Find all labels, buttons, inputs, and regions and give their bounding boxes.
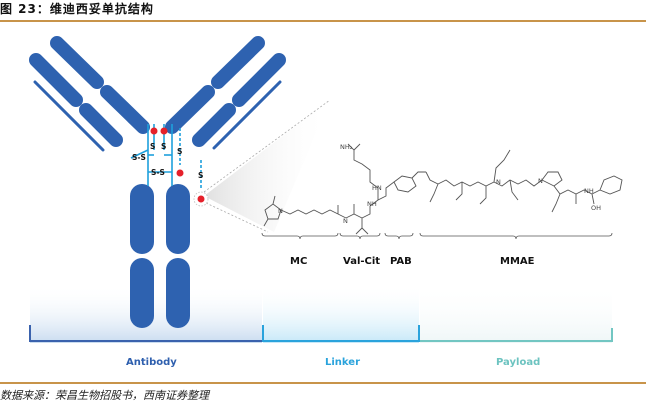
atom-label: NH₂ (340, 143, 353, 151)
payload-region-bg (420, 285, 612, 343)
segment-label-linker: Linker (325, 357, 360, 368)
atom-label: NH (584, 187, 594, 195)
top-rule (0, 20, 646, 22)
adc-structure-diagram: S-S S S S S-S S (29, 36, 623, 368)
source-note: 数据来源：荣昌生物招股书，西南证券整理 (0, 389, 209, 402)
part-label-mmae: MMAE (500, 256, 535, 267)
atom-label: N (343, 217, 348, 225)
highlighted-drug-dot (197, 195, 205, 203)
disulfide-label: S (150, 142, 155, 151)
part-label-mc: MC (290, 256, 307, 267)
atom-label: N (496, 178, 501, 186)
antibody-right-arm (165, 36, 286, 150)
disulfide-label: S-S (132, 153, 146, 162)
atom-label: HN (372, 184, 382, 192)
linker-bracket (262, 325, 420, 342)
part-label-val-cit: Val-Cit (343, 256, 380, 267)
disulfide-label: S (177, 147, 182, 156)
disulfide-label: S-S (151, 168, 165, 177)
atom-label: NH (367, 200, 377, 208)
atom-label: OH (591, 204, 601, 212)
zoom-callout (204, 100, 330, 232)
linker-region-bg (263, 285, 419, 343)
figure-title: 图 23：维迪西妥单抗结构 (0, 2, 154, 16)
part-braces (261, 232, 613, 240)
disulfide-label: S (161, 142, 166, 151)
atom-label: N (278, 207, 283, 215)
atom-label: N (538, 177, 543, 185)
bottom-rule (0, 382, 646, 384)
segment-label-payload: Payload (496, 357, 540, 368)
vc-mmae-chemical-structure (263, 143, 623, 235)
disulfide-label: S (198, 171, 203, 180)
antibody-bracket (29, 325, 262, 342)
antibody-left-arm (29, 36, 150, 152)
antibody-fc-stem (130, 184, 190, 328)
drug-dots (150, 127, 184, 177)
segment-label-antibody: Antibody (126, 357, 177, 368)
part-label-pab: PAB (390, 256, 412, 267)
payload-bracket (420, 328, 613, 342)
